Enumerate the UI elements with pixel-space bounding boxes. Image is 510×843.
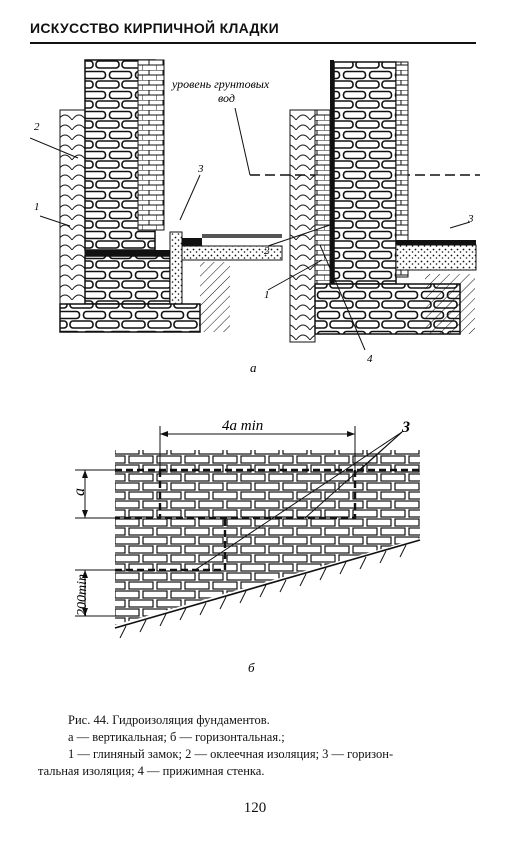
running-header: ИСКУССТВО КИРПИЧНОЙ КЛАДКИ — [30, 20, 279, 36]
figure-caption: Рис. 44. Гидроизоляция фундаментов. а — … — [38, 712, 478, 780]
label-3: 3 — [197, 163, 204, 175]
ground-water-label: уровень грунтовых — [171, 77, 270, 91]
caption-line-3: 1 — глиняный замок; 2 — оклеечная изоляц… — [68, 747, 394, 761]
label-4-right: 4 — [367, 353, 373, 365]
label-2: 2 — [34, 121, 40, 133]
caption-line-4: тальная изоляция; 4 — прижимная стенка. — [38, 764, 265, 778]
dimension-a: a — [71, 488, 88, 496]
left-detail: 2 1 3 — [30, 59, 283, 333]
figure-a-vertical-waterproofing: 2 1 3 уровень грунтовых вод 2 1 4 — [30, 59, 480, 375]
caption-title: Рис. 44. Гидроизоляция фундаментов. — [68, 713, 270, 727]
callout-3: 3 — [401, 419, 410, 436]
dimension-4a-min: 4a min — [222, 418, 263, 434]
label-1-right: 1 — [264, 289, 270, 301]
page-number: 120 — [243, 800, 267, 816]
label-3-right: 3 — [467, 213, 474, 225]
sublabel-a: а — [250, 360, 257, 375]
label-1: 1 — [34, 201, 40, 213]
sublabel-b: б — [248, 660, 255, 675]
right-detail: 2 1 4 3 — [264, 60, 477, 365]
label-2-right: 2 — [264, 245, 270, 257]
header-rule — [30, 42, 476, 44]
dimension-200min: 200min — [75, 574, 90, 616]
caption-line-2: а — вертикальная; б — горизонтальная.; — [68, 730, 285, 744]
ground-water-label-2: вод — [218, 91, 235, 105]
figure-b-horizontal-waterproofing: 4a min a 200min 3 б — [71, 418, 421, 675]
